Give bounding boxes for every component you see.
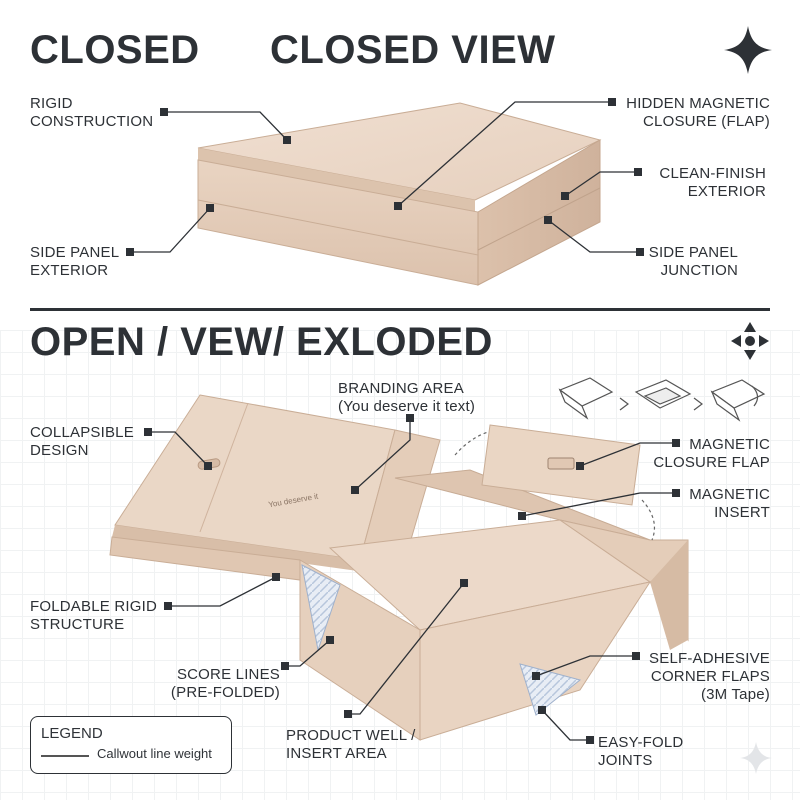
fold-sequence-icon (558, 377, 766, 422)
corner-flap-left (301, 564, 341, 652)
label-hidden-magnetic: HIDDEN MAGNETIC CLOSURE (FLAP) (626, 95, 770, 130)
label-branding-area: BRANDING AREA (You deserve it text) (338, 380, 476, 415)
legend-line-sample (41, 755, 89, 757)
label-rigid-construction: RIGID CONSTRUCTION (30, 95, 154, 130)
legend-description: Callwout line weight (97, 746, 212, 761)
label-magnetic-insert: MAGNETIC INSERT (689, 486, 770, 521)
closed-box (197, 102, 602, 286)
faint-sparkle-icon (740, 742, 772, 774)
label-side-panel-junction: SIDE PANEL JUNCTION (648, 244, 738, 279)
closed-title: CLOSED (30, 28, 200, 72)
closed-view-title: CLOSED VIEW (270, 28, 556, 72)
legend-box: LEGEND Callwout line weight (30, 716, 232, 774)
label-foldable-structure: FOLDABLE RIGID STRUCTURE (30, 598, 157, 633)
label-clean-finish: CLEAN-FINISH EXTERIOR (659, 165, 766, 200)
label-easy-fold: EASY-FOLD JOINTS (598, 734, 684, 769)
compass-icon (731, 322, 769, 360)
label-side-panel-exterior: SIDE PANEL EXTERIOR (30, 244, 120, 279)
label-product-well: PRODUCT WELL / INSERT AREA (286, 727, 416, 762)
open-exploded-title: OPEN / VEW/ EXLODED (30, 320, 493, 364)
magnetic-closure-flap (481, 424, 641, 506)
label-collapsible: COLLAPSIBLE DESIGN (30, 424, 134, 459)
closed-box-side (477, 139, 601, 286)
section-divider (30, 308, 770, 311)
label-score-lines: SCORE LINES (PRE-FOLDED) (170, 666, 280, 701)
legend-title: LEGEND (41, 725, 103, 742)
sparkle-icon (724, 26, 772, 74)
callout-dots (126, 98, 680, 744)
closed-box-lid-front (198, 148, 475, 212)
label-magnetic-closure-flap: MAGNETIC CLOSURE FLAP (653, 436, 770, 471)
label-self-adhesive: SELF-ADHESIVE CORNER FLAPS (3M Tape) (649, 650, 770, 703)
